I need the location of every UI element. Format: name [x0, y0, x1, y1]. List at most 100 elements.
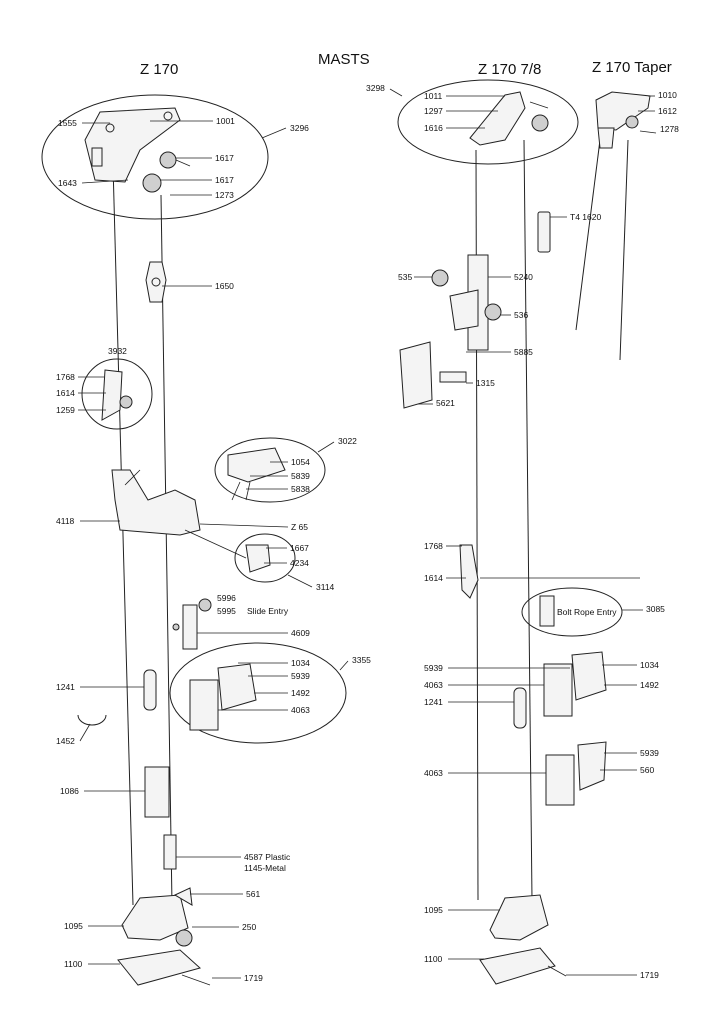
label-5939-middle-top: 5939 [424, 663, 443, 673]
left-mast-assembly [41, 94, 347, 986]
label-1145: 1145-Metal [244, 863, 286, 873]
label-1612: 1612 [658, 106, 677, 116]
middle-mast-assembly [397, 79, 640, 985]
label-536: 536 [514, 310, 528, 320]
label-1278: 1278 [660, 124, 679, 134]
label-1086: 1086 [60, 786, 79, 796]
pin-1315 [439, 371, 467, 383]
left-mast-line-a [112, 164, 134, 906]
masthead-sheave [91, 147, 103, 167]
label-1054: 1054 [291, 457, 310, 467]
label-t4-1620: T4 1620 [570, 212, 601, 222]
middle-labels: 3298 1011 1297 1616 T4 1620 535 5240 536… [366, 83, 665, 980]
label-1100-middle: 1100 [424, 954, 443, 964]
main-title: MASTS [318, 51, 370, 68]
label-4234: 4234 [290, 558, 309, 568]
label-1259: 1259 [56, 405, 75, 415]
boom-fitting-group-ring [234, 533, 296, 583]
label-1555: 1555 [58, 118, 77, 128]
left-mast-line-b [160, 194, 173, 906]
spreader-bracket-1768 [459, 544, 479, 599]
label-1768-middle: 1768 [424, 541, 443, 551]
right-mast-assembly [575, 91, 657, 361]
gooseneck-fitting [227, 447, 286, 483]
label-5939-left: 5939 [291, 671, 310, 681]
label-1617-bottom: 1617 [215, 175, 234, 185]
label-4609: 4609 [291, 628, 310, 638]
label-1241-middle: 1241 [424, 697, 443, 707]
label-slide-entry: Slide Entry [247, 606, 289, 616]
label-bolt-rope-entry: Bolt Rope Entry [557, 607, 617, 617]
spreader-group-ring [81, 358, 153, 430]
label-5838: 5838 [291, 484, 310, 494]
label-1095-left: 1095 [64, 921, 83, 931]
label-1616: 1616 [424, 123, 443, 133]
label-5939-middle-bottom: 5939 [640, 748, 659, 758]
label-5885: 5885 [514, 347, 533, 357]
label-5995: 5995 [217, 606, 236, 616]
label-z65: Z 65 [291, 522, 308, 532]
label-1452: 1452 [56, 736, 75, 746]
slot-1241-middle [513, 687, 527, 729]
label-1273: 1273 [215, 190, 234, 200]
label-1095-middle: 1095 [424, 905, 443, 915]
gooseneck-body [217, 663, 257, 711]
gooseneck-group-ring [214, 437, 326, 503]
label-1297: 1297 [424, 106, 443, 116]
label-4063-middle-bottom: 4063 [424, 768, 443, 778]
bolt-rope-entry [539, 595, 555, 627]
fitting-t4-1620 [537, 211, 551, 253]
masthead-hole [163, 111, 173, 121]
right-column-title: Z 170 Taper [592, 59, 672, 76]
label-5621: 5621 [436, 398, 455, 408]
label-1315: 1315 [476, 378, 495, 388]
label-4063-middle-top: 4063 [424, 680, 443, 690]
middle-column-title: Z 170 7/8 [478, 61, 541, 78]
label-4587: 4587 Plastic [244, 852, 291, 862]
label-1034-middle: 1034 [640, 660, 659, 670]
label-1617-top: 1617 [215, 153, 234, 163]
label-1011: 1011 [424, 91, 443, 101]
mast-step-1095 [121, 894, 189, 941]
label-1492-left: 1492 [291, 688, 310, 698]
bracket-5621 [399, 341, 433, 409]
label-3114: 3114 [316, 582, 335, 592]
label-1241-left: 1241 [56, 682, 75, 692]
slide-entry-4609 [182, 604, 198, 650]
taper-mast-line-a [575, 139, 601, 331]
ring-1452 [77, 714, 107, 726]
bolt-rope-entry-ring [521, 587, 623, 637]
slider-4587 [163, 834, 177, 870]
base-plate-1100 [117, 949, 202, 986]
label-1643: 1643 [58, 178, 77, 188]
label-1614-middle: 1614 [424, 573, 443, 583]
left-column-title: Z 170 [140, 61, 178, 78]
label-1614: 1614 [56, 388, 75, 398]
label-1492-middle: 1492 [640, 680, 659, 690]
masthead-hole [105, 123, 115, 133]
sheave-1617-icon [159, 151, 177, 169]
masthead-7-8-ring [397, 79, 579, 165]
label-1010: 1010 [658, 90, 677, 100]
label-5996: 5996 [217, 593, 236, 603]
label-3296: 3296 [290, 123, 309, 133]
label-3085: 3085 [646, 604, 665, 614]
boom-fitting [245, 544, 271, 573]
label-5839-left: 5839 [291, 471, 310, 481]
gooseneck-3355-ring [169, 642, 347, 744]
label-1001: 1001 [216, 116, 235, 126]
left-labels: 1555 1001 3296 1617 1643 1617 1273 1650 … [56, 116, 371, 983]
masthead-group-ring [41, 94, 269, 220]
right-labels: 1010 1612 1278 [638, 90, 679, 134]
gooseneck-plate [189, 679, 219, 731]
taper-mast-line-b [619, 139, 629, 361]
label-4063-left: 4063 [291, 705, 310, 715]
label-535: 535 [398, 272, 412, 282]
plate-1086 [144, 766, 170, 818]
label-5240: 5240 [514, 272, 533, 282]
spreader-root-4118 [111, 469, 201, 536]
label-3355: 3355 [352, 655, 371, 665]
mast-step-1095-middle [489, 894, 549, 941]
masthead-7-8 [469, 91, 526, 146]
